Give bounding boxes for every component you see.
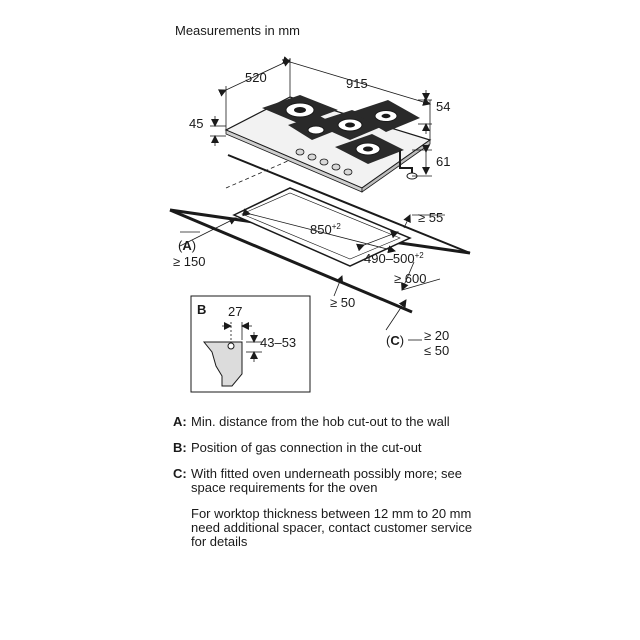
label-a: (A) [178,238,196,253]
dim-cutout-width-label: 850+2 [310,222,341,237]
dim-wall-a-label: ≥ 150 [173,254,205,269]
note-text: Min. distance from the hob cut-out to th… [191,414,450,429]
burner-small [307,125,325,135]
dim-depth-label: 520 [245,70,267,85]
hob [224,95,432,193]
note-b: B: Position of gas connection in the cut… [173,441,473,455]
control-knobs [295,148,353,176]
dim-b-height-label: 43–53 [260,335,296,350]
note-text: Position of gas connection in the cut-ou… [191,440,422,455]
detail-b-box: B 27 43–53 [190,295,311,393]
hob-side-edge [361,139,431,193]
burner-front-cap [363,146,373,152]
notes-list: A: Min. distance from the hob cut-out to… [173,415,473,561]
gas-connection-point [227,342,235,350]
detail-b-worktop-section [202,341,243,387]
note-c: C: With fitted oven underneath possibly … [173,467,473,495]
burner-rear-cap [381,113,391,119]
dim-cutout-depth-label: 490–500+2 [364,251,424,266]
dim-c-upper-label: ≥ 20 [424,328,449,343]
worktop-front-edge [169,208,413,314]
note-text: With fitted oven underneath possibly mor… [191,466,462,495]
hob-dimension-lines [210,56,432,177]
dim-width-label: 915 [346,76,368,91]
note-a: A: Min. distance from the hob cut-out to… [173,415,473,429]
label-c: (C) [386,333,404,348]
note-key: B: [173,440,187,455]
dim-top-right-label: 54 [436,99,450,114]
note-key: C: [173,466,187,481]
detail-b-letter: B [197,302,206,317]
gas-pipe [399,150,413,175]
dim-depth-below-label: 61 [436,154,450,169]
dim-c-lower-label: ≤ 50 [424,343,449,358]
dim-height-label: 45 [189,116,203,131]
dim-min-front-label: ≥ 600 [394,271,426,286]
burner-left-cap [294,107,306,113]
dim-min-side-label: ≥ 50 [330,295,355,310]
note-extra-text: For worktop thickness between 12 mm to 2… [191,506,473,549]
dim-b-offset-label: 27 [228,304,242,319]
note-extra: For worktop thickness between 12 mm to 2… [173,507,473,549]
projection-line [225,159,291,189]
diagram-title: Measurements in mm [175,23,300,38]
dim-min-back-label: ≥ 55 [418,210,443,225]
worktop-wall-line [227,154,471,254]
burner-middle-cap [345,122,355,128]
note-key: A: [173,414,187,429]
cutout-dimension-lines [179,208,445,341]
